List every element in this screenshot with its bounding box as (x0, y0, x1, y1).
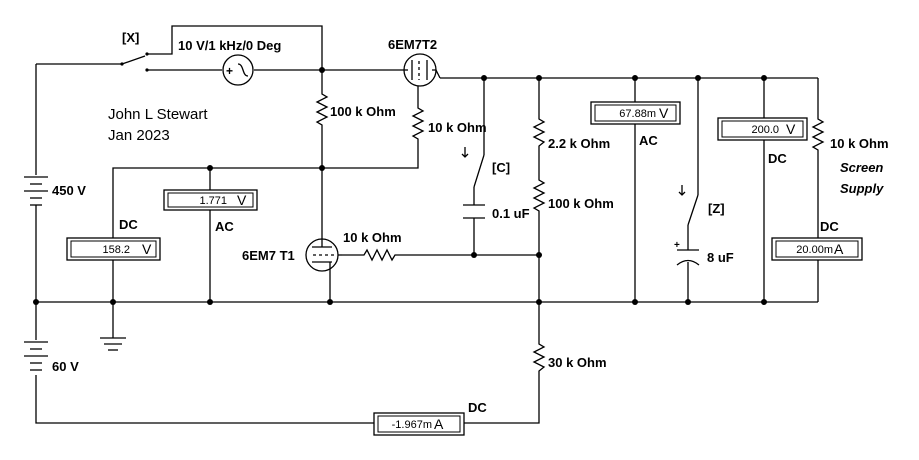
meter-neg-value: -1.967m (392, 419, 432, 431)
switch-z-label: [Z] (708, 201, 725, 216)
meter-6788mv-value: 67.88m (619, 108, 656, 120)
r30k-label: 30 k Ohm (548, 355, 607, 370)
author-name: John L Stewart (108, 106, 208, 123)
meter-neg-mode: DC (468, 400, 487, 415)
r10k-t2-label: 10 k Ohm (428, 120, 487, 135)
switch-x-label: [X] (122, 30, 139, 45)
meter-200v: 200.0 V (717, 117, 808, 141)
battery-60v-icon (24, 341, 48, 371)
switch-c-label: [C] (492, 160, 510, 175)
meter-1771v: 1.771 V (163, 189, 258, 211)
meter-6788mv-unit: V (659, 105, 669, 121)
meter-20ma-value: 20.00m (796, 244, 833, 256)
battery-450v-icon (24, 176, 48, 206)
resistor-2-2k (532, 115, 546, 150)
meter-20ma: 20.00m A (771, 237, 863, 261)
tube-t2-icon (400, 53, 441, 87)
meter-200v-unit: V (786, 121, 796, 137)
tube-t1-icon (305, 232, 342, 272)
meter-158v-unit: V (142, 241, 152, 257)
resistor-30k (532, 340, 546, 375)
svg-text:+: + (674, 240, 680, 251)
meter-neg-unit: A (434, 416, 444, 432)
meter-158v: 158.2 V (66, 237, 161, 261)
meter-158v-mode: DC (119, 217, 138, 232)
capacitor-01uf-icon (463, 204, 485, 219)
battery-60v-label: 60 V (52, 359, 79, 374)
meter-200v-mode: DC (768, 151, 787, 166)
capacitor-8uf-icon: + (674, 240, 700, 266)
c01uf-label: 0.1 uF (492, 206, 530, 221)
r100k-top-label: 100 k Ohm (330, 104, 396, 119)
screen-supply-line2: Supply (840, 181, 884, 196)
meter-20ma-mode: DC (820, 219, 839, 234)
r10k-grid-label: 10 k Ohm (343, 230, 402, 245)
r10k-screen-label: 10 k Ohm (830, 136, 889, 151)
author-date: Jan 2023 (108, 127, 170, 144)
wires (35, 25, 819, 424)
switch-z[interactable] (678, 185, 699, 226)
meter-1771v-unit: V (237, 192, 247, 208)
resistor-100k-mid (532, 175, 546, 215)
tube-t2-label: 6EM7T2 (388, 37, 437, 52)
meter-6788mv-mode: AC (639, 133, 658, 148)
meter-20ma-unit: A (834, 241, 844, 257)
ground-icon (100, 337, 126, 351)
ac-source-icon: + (222, 54, 254, 86)
junction-dots (33, 67, 767, 305)
meter-1771v-value: 1.771 (199, 195, 227, 207)
resistor-10k-t2 (411, 104, 425, 144)
resistor-10k-screen (811, 115, 825, 155)
meter-200v-value: 200.0 (751, 124, 779, 136)
resistor-100k-top (315, 90, 329, 130)
meter-1771v-mode: AC (215, 219, 234, 234)
svg-text:+: + (226, 64, 233, 78)
switch-c[interactable] (461, 147, 485, 188)
screen-supply-line1: Screen (840, 160, 883, 175)
source-label: 10 V/1 kHz/0 Deg (178, 38, 281, 53)
r100k-mid-label: 100 k Ohm (548, 196, 614, 211)
switch-x[interactable] (120, 52, 149, 72)
meter-158v-value: 158.2 (102, 244, 130, 256)
c8uf-label: 8 uF (707, 250, 734, 265)
meter-neg-1967ma: -1.967m A (373, 412, 465, 436)
tube-t1-label: 6EM7 T1 (242, 248, 295, 263)
meter-6788mv: 67.88m V (590, 101, 681, 125)
battery-450v-label: 450 V (52, 183, 86, 198)
r2-2k-label: 2.2 k Ohm (548, 136, 610, 151)
resistor-10k-grid (360, 248, 398, 262)
